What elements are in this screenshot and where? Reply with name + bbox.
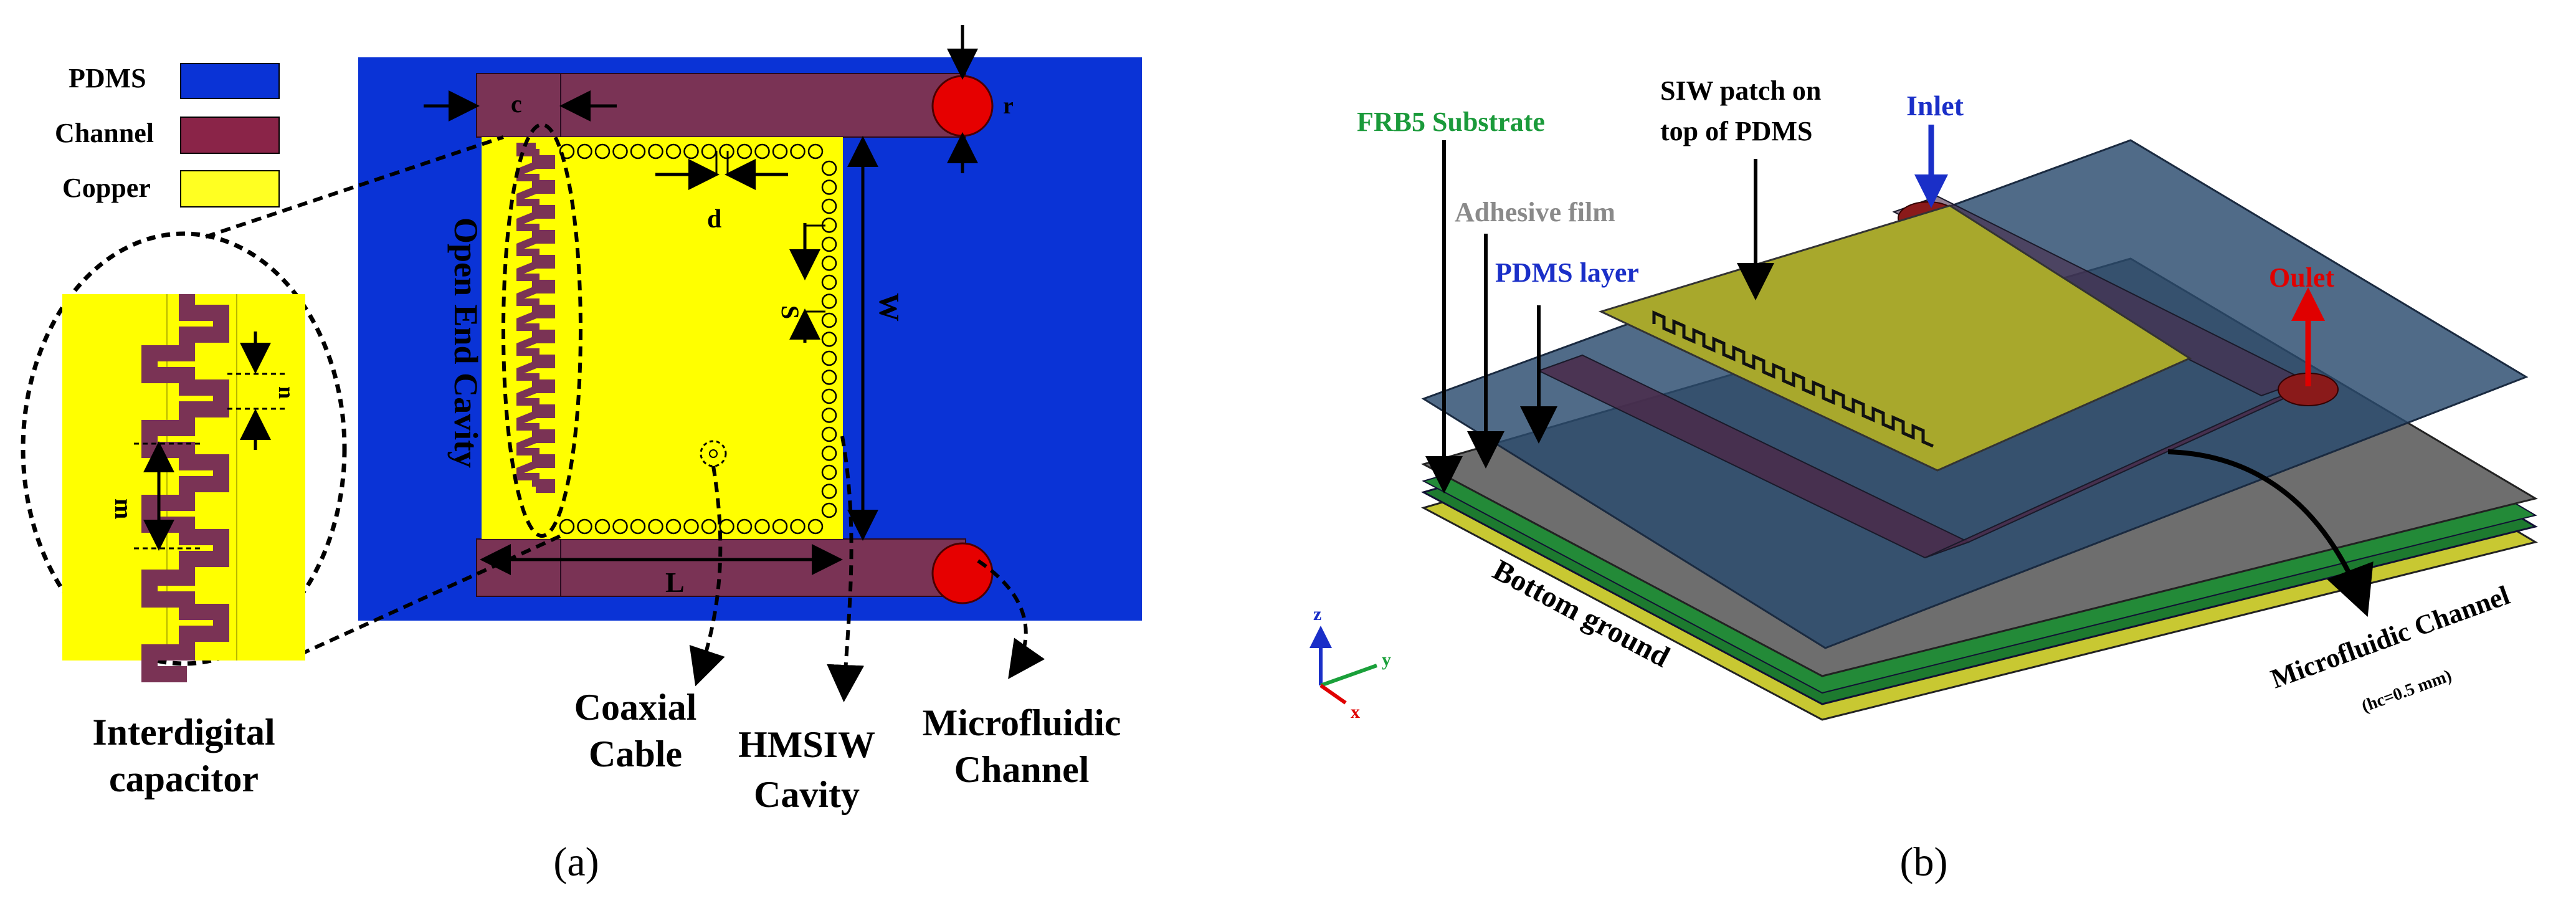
via-hole [821,388,837,404]
coaxial-pin [709,449,718,458]
via-hole [790,518,806,535]
inlet-port [931,75,994,137]
via-hole [807,518,824,535]
via-hole [821,502,837,518]
legend-swatch-pdms [180,63,280,99]
via-hole [736,518,753,535]
via-hole [821,484,837,499]
via-hole [612,143,628,160]
dim-n: n [274,386,299,399]
via-hole [821,236,837,252]
callout-coaxial-line1: Coaxial [574,687,697,728]
axis-triad: z y x [1309,604,1391,722]
via-hole [630,143,646,160]
caption-a: (a) [553,839,599,885]
via-hole [821,370,837,385]
zoomed-capacitor: n m [62,294,305,682]
callout-interdigital-line1: Interdigital [92,712,275,753]
via-hole [821,312,837,328]
label-outlet: Oulet [2269,262,2334,293]
via-hole [559,143,575,160]
via-hole [772,143,788,160]
legend-label-copper: Copper [62,173,151,203]
label-adhesive: Adhesive film [1455,197,1615,227]
via-hole [754,518,770,535]
via-hole [577,143,592,160]
via-hole [754,143,770,160]
label-inlet: Inlet [1906,90,1964,122]
via-hole [821,274,837,290]
dim-m: m [110,498,138,519]
legend-label-pdms: PDMS [69,63,146,93]
callout-microfluidic-line1: Microfluidic [923,702,1121,743]
via-hole [821,293,837,309]
axis-z: z [1313,604,1321,624]
via-hole [648,143,663,160]
via-hole [821,426,837,442]
callout-microfluidic-line2: Channel [954,749,1090,790]
via-hole [821,408,837,423]
via-hole [648,518,663,535]
label-channel-height: (hc=0.5 mm) [2359,666,2455,717]
via-hole [683,518,699,535]
zoom-ellipse [21,231,347,666]
caption-b: (b) [1900,839,1948,885]
callout-interdigital-line2: capacitor [109,758,259,799]
callout-hmsiw-line1: HMSIW [738,724,875,765]
label-substrate: FRB5 Substrate [1357,107,1545,137]
callout-coaxial-line2: Cable [589,733,682,775]
panel-b: FRB5 Substrate SIW patch on top of PDMS … [1309,75,2538,885]
dim-s: S [776,305,804,319]
via-hole [630,518,646,535]
panel-a: PDMS Channel Copper Open End Cavity [21,25,1142,885]
legend-swatch-copper [180,170,280,207]
dim-c: c [511,90,522,118]
via-hole [821,446,837,461]
via-hole [736,143,753,160]
callout-hmsiw-line2: Cavity [754,774,860,815]
via-hole [821,198,837,214]
zoomed-meander [141,294,229,682]
coaxial-feed [700,440,727,467]
via-hole [821,160,837,176]
via-hole [772,518,788,535]
legend: PDMS Channel Copper [55,63,280,207]
legend-swatch-channel [180,117,280,154]
via-hole [559,518,575,535]
via-hole [594,518,611,535]
outlet-port [931,542,994,604]
zoom-source-ellipse [501,123,582,538]
label-pdms: PDMS layer [1495,257,1639,288]
via-hole [577,518,592,535]
via-hole [821,350,837,366]
via-hole [790,143,806,160]
via-hole [821,331,837,347]
via-hole [612,518,628,535]
axis-x: x [1351,702,1360,722]
via-hole [719,518,734,535]
via-hole [665,143,682,160]
axis-y: y [1382,649,1391,670]
via-hole [683,143,699,160]
dim-w: W [873,293,905,322]
via-hole [665,518,682,535]
via-holes [559,143,837,535]
via-hole [807,143,824,160]
via-hole [701,518,717,535]
channel-top [476,73,966,138]
dim-d: d [707,205,721,234]
dim-r: r [1003,93,1014,119]
interdigital-capacitor [516,143,555,493]
patch-meander [1652,310,1934,448]
legend-label-channel: Channel [55,118,154,148]
via-hole [594,143,611,160]
dim-l: L [665,566,685,598]
cavity-label: Open End Cavity [447,217,485,468]
label-patch-line1: SIW patch on [1660,75,1821,106]
label-patch-line2: top of PDMS [1660,116,1812,146]
via-hole [821,255,837,271]
via-hole [821,464,837,480]
via-hole [821,179,837,195]
